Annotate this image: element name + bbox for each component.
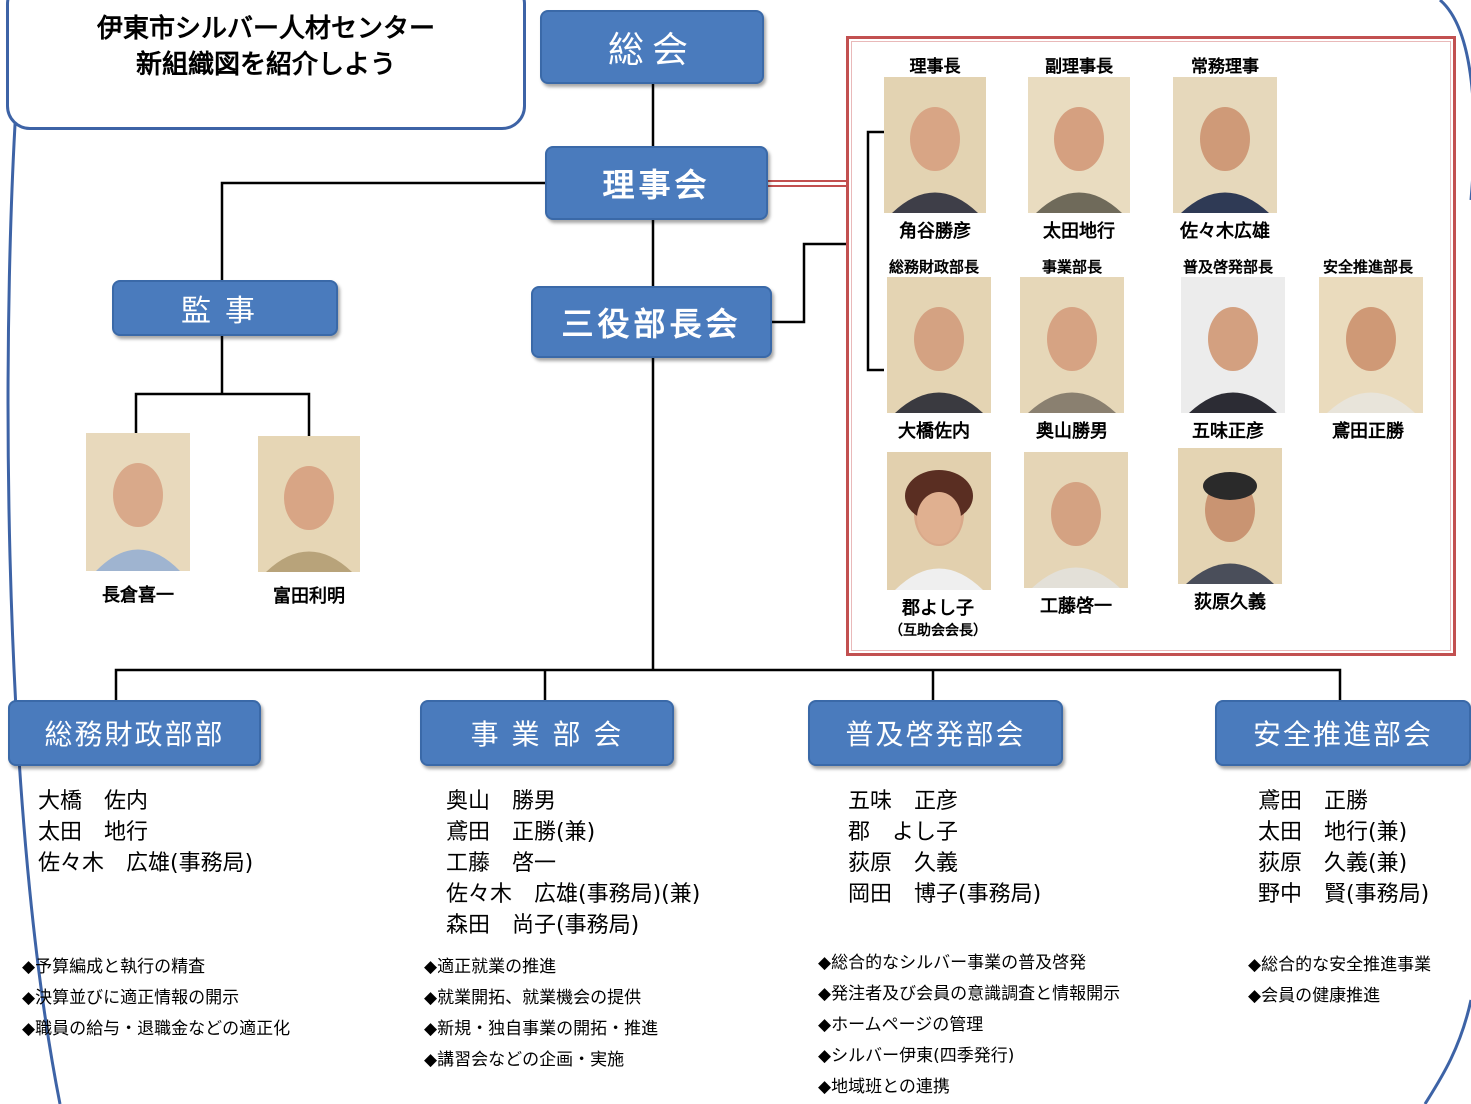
general-assembly-node: 総会: [540, 10, 764, 84]
board-role-1: 理事長: [909, 57, 961, 77]
duty-item: ◆総合的な安全推進事業: [1248, 955, 1432, 975]
duty-item: ◆シルバー伊東(四季発行): [818, 1046, 1015, 1066]
duty-item: ◆決算並びに適正情報の開示: [22, 988, 240, 1008]
portrait-photo: [1181, 277, 1285, 413]
outer-frame-arc-right-bottom: [1423, 999, 1471, 1104]
member-name: 鳶田 正勝(兼): [446, 820, 596, 845]
member-name: 鳶田 正勝: [1258, 789, 1369, 814]
portrait-photo: [1024, 452, 1128, 588]
board-name-8: 郡よし子: [902, 598, 974, 619]
auditor-name-1: 長倉喜一: [102, 585, 174, 606]
duty-item: ◆発注者及び会員の意識調査と情報開示: [818, 984, 1121, 1004]
member-name: 郡 よし子: [848, 820, 959, 845]
member-name: 荻原 久義: [848, 851, 959, 876]
dept-node-safety: 安全推進部会: [1215, 700, 1471, 766]
member-name: 太田 地行: [38, 820, 149, 845]
duty-item: ◆適正就業の推進: [424, 957, 557, 977]
board-name-5: 奥山勝男: [1036, 421, 1108, 442]
board-name-3: 佐々木広雄: [1180, 221, 1270, 242]
board-role-2: 副理事長: [1045, 57, 1113, 77]
board-member-3: 常務理事 佐々木広雄: [1172, 52, 1278, 243]
board-member-6: 普及啓発部長 五味正彦: [1166, 256, 1290, 443]
board-member-7: 安全推進部長 鳶田正勝: [1310, 256, 1426, 443]
member-name: 奥山 勝男: [446, 789, 557, 814]
portrait-photo: [887, 277, 991, 413]
auditor-node: 監事: [112, 280, 338, 336]
duty-item: ◆会員の健康推進: [1248, 986, 1381, 1006]
member-name: 大橋 佐内: [38, 789, 149, 814]
board-role-4: 総務財政部長: [888, 258, 979, 276]
board-role-7: 安全推進部長: [1322, 258, 1413, 276]
member-name: 佐々木 広雄(事務局)(兼): [446, 882, 701, 907]
member-name: 森田 尚子(事務局): [446, 913, 640, 938]
member-name: 荻原 久義(兼): [1258, 851, 1408, 876]
outer-frame-arc: [6, 49, 62, 1104]
title-line-1: 伊東市シルバー人材センター: [96, 14, 435, 44]
dept-duties-general-affairs: ◆予算編成と執行の精査 ◆決算並びに適正情報の開示 ◆職員の給与・退職金などの適…: [22, 952, 290, 1045]
duty-item: ◆講習会などの企画・実施: [424, 1050, 625, 1070]
duty-item: ◆就業開拓、就業機会の提供: [424, 988, 642, 1008]
portrait-photo: [258, 436, 360, 572]
dept-members-safety: 鳶田 正勝 太田 地行(兼) 荻原 久義(兼) 野中 賢(事務局): [1258, 786, 1429, 910]
board-name-6: 五味正彦: [1192, 421, 1264, 442]
duty-item: ◆新規・独自事業の開拓・推進: [424, 1019, 659, 1039]
board-name-4: 大橋佐内: [898, 421, 970, 442]
board-member-1: 理事長 角谷勝彦: [884, 52, 986, 243]
outer-frame-arc-right: [1439, 0, 1471, 200]
dept-node-general-affairs: 総務財政部部: [8, 700, 261, 766]
auditor-name-2: 富田利明: [273, 586, 345, 607]
board-name-1: 角谷勝彦: [899, 221, 971, 242]
duty-item: ◆総合的なシルバー事業の普及啓発: [818, 953, 1087, 973]
board-note-8: （互助会会長）: [889, 623, 987, 639]
board-name-2: 太田地行: [1043, 221, 1115, 242]
board-members-box: [846, 36, 1456, 656]
title-line-2: 新組織図を紹介しよう: [135, 50, 396, 80]
portrait-photo: [1173, 77, 1277, 213]
dept-members-general-affairs: 大橋 佐内 太田 地行 佐々木 広雄(事務局): [38, 786, 253, 879]
portrait-photo: [1178, 448, 1282, 584]
board-member-10: 荻原久義: [1178, 448, 1282, 614]
portrait-photo: [1028, 77, 1130, 213]
board-name-7: 鳶田正勝: [1332, 421, 1404, 442]
board-member-8: 郡よし子 （互助会会長）: [880, 452, 996, 640]
member-name: 野中 賢(事務局): [1258, 882, 1430, 907]
member-name: 佐々木 広雄(事務局): [38, 851, 254, 876]
dept-duties-business: ◆適正就業の推進 ◆就業開拓、就業機会の提供 ◆新規・独自事業の開拓・推進 ◆講…: [424, 952, 658, 1076]
board-name-9: 工藤啓一: [1040, 596, 1112, 617]
dept-duties-safety: ◆総合的な安全推進事業 ◆会員の健康推進: [1248, 950, 1471, 1012]
board-member-5: 事業部長 奥山勝男: [1020, 256, 1124, 443]
portrait-photo: [1319, 277, 1423, 413]
dept-members-promotion: 五味 正彦 郡 よし子 荻原 久義 岡田 博子(事務局): [848, 786, 1041, 910]
dept-duties-promotion: ◆総合的なシルバー事業の普及啓発 ◆発注者及び会員の意識調査と情報開示 ◆ホーム…: [818, 948, 1120, 1103]
duty-item: ◆職員の給与・退職金などの適正化: [22, 1019, 291, 1039]
member-name: 五味 正彦: [848, 789, 959, 814]
portrait-photo: [86, 433, 190, 571]
board-node: 理事会: [545, 146, 768, 220]
managers-council-node: 三役部長会: [531, 286, 772, 358]
member-name: 岡田 博子(事務局): [848, 882, 1042, 907]
auditor-person-1: 長倉喜一: [86, 433, 190, 607]
board-role-5: 事業部長: [1041, 258, 1102, 276]
board-member-2: 副理事長 太田地行: [1028, 52, 1130, 243]
title-box: 伊東市シルバー人材センター 新組織図を紹介しよう: [6, 0, 526, 130]
dept-members-business: 奥山 勝男 鳶田 正勝(兼) 工藤 啓一 佐々木 広雄(事務局)(兼) 森田 尚…: [446, 786, 700, 941]
duty-item: ◆ホームページの管理: [818, 1015, 984, 1035]
member-name: 太田 地行(兼): [1258, 820, 1408, 845]
board-member-4: 総務財政部長 大橋佐内: [872, 256, 996, 443]
board-member-9: 工藤啓一: [1024, 452, 1128, 618]
duty-item: ◆地域班との連携: [818, 1077, 950, 1097]
auditor-person-2: 富田利明: [258, 436, 360, 608]
dept-node-business: 事 業 部 会: [420, 700, 674, 766]
duty-item: ◆予算編成と執行の精査: [22, 957, 206, 977]
portrait-photo: [884, 77, 986, 213]
board-role-6: 普及啓発部長: [1182, 258, 1273, 276]
member-name: 工藤 啓一: [446, 851, 557, 876]
dept-node-promotion: 普及啓発部会: [808, 700, 1063, 766]
portrait-photo: [887, 452, 991, 590]
portrait-photo: [1020, 277, 1124, 413]
board-role-3: 常務理事: [1191, 57, 1259, 77]
board-name-10: 荻原久義: [1194, 592, 1266, 613]
